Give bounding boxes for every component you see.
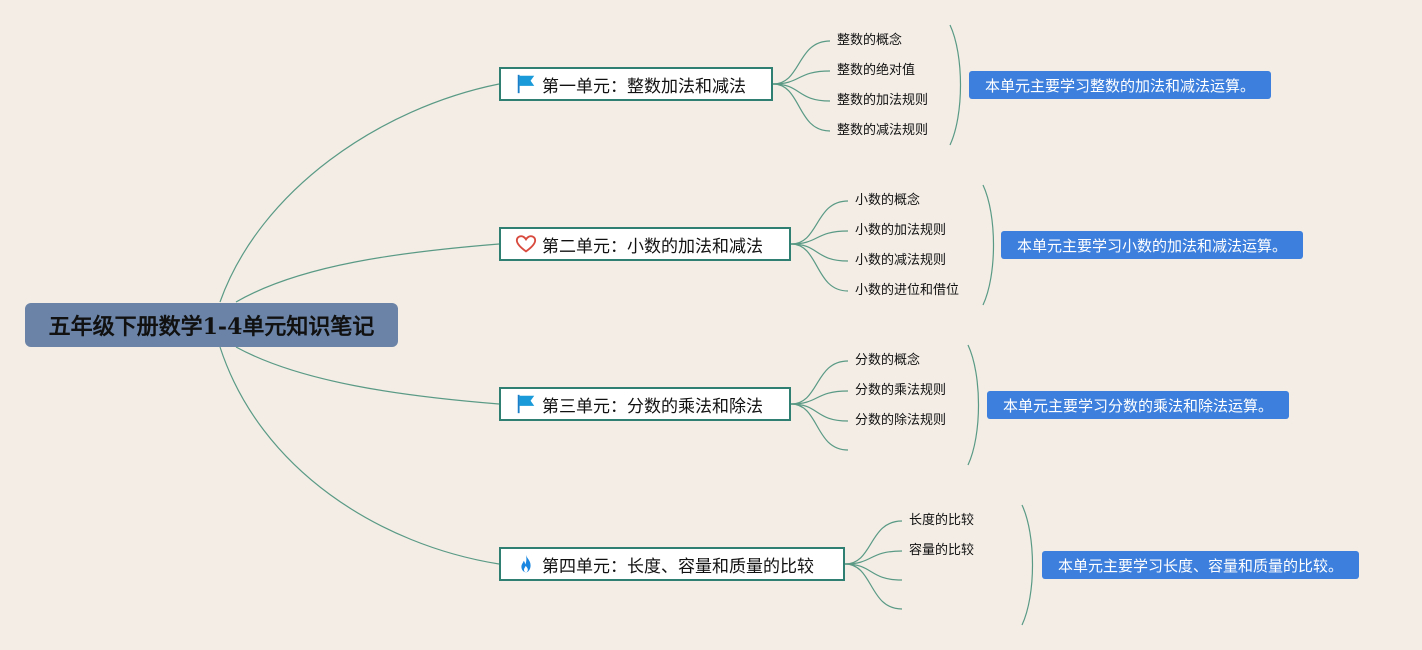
branch-title: 第三单元：分数的乘法和除法 <box>542 396 763 417</box>
branch-to-leaf-line <box>844 520 903 565</box>
leaf-topic[interactable]: 整数的概念 <box>837 33 903 48</box>
branch-topic-unit-2[interactable]: 第二单元：小数的加法和减法 <box>499 227 791 261</box>
branch-to-leaf-line <box>790 200 849 245</box>
branch-to-leaf-line <box>844 550 903 565</box>
leaf-topic[interactable]: 小数的进位和借位 <box>855 283 960 298</box>
summary-callout[interactable]: 本单元主要学习整数的加法和减法运算。 <box>969 71 1272 99</box>
branch-to-leaf-line <box>772 40 831 85</box>
flag-icon <box>515 73 537 95</box>
branch-to-leaf-line <box>790 230 849 245</box>
branch-to-leaf-line <box>790 243 849 262</box>
heart-icon <box>515 233 537 255</box>
root-to-branch-line <box>235 243 500 303</box>
branch-to-leaf-line <box>790 390 849 405</box>
branch-to-leaf-line <box>844 563 903 581</box>
flag-icon <box>515 393 537 415</box>
summary-callout[interactable]: 本单元主要学习小数的加法和减法运算。 <box>1001 231 1304 259</box>
branch-to-leaf-line <box>790 403 849 422</box>
branch-to-leaf-line <box>844 563 903 610</box>
branch-title: 第一单元：整数加法和减法 <box>542 76 746 97</box>
summary-brace <box>949 24 962 146</box>
leaf-topic[interactable]: 小数的减法规则 <box>855 253 947 268</box>
root-topic[interactable]: 五年级下册数学1-4单元知识笔记 <box>25 303 398 347</box>
branch-to-leaf-line <box>790 243 849 292</box>
branch-to-leaf-line <box>772 83 831 102</box>
leaf-topic[interactable]: 分数的概念 <box>855 353 921 368</box>
root-to-branch-line <box>219 346 500 565</box>
leaf-topic[interactable]: 分数的乘法规则 <box>855 383 947 398</box>
branch-topic-unit-3[interactable]: 第三单元：分数的乘法和除法 <box>499 387 791 421</box>
leaf-topic[interactable]: 长度的比较 <box>909 513 975 528</box>
fire-icon <box>515 553 537 575</box>
leaf-topic[interactable]: 整数的减法规则 <box>837 123 929 138</box>
branch-to-leaf-line <box>790 360 849 405</box>
branch-to-leaf-line <box>772 83 831 132</box>
leaf-topic[interactable]: 整数的加法规则 <box>837 93 929 108</box>
summary-brace <box>967 344 980 466</box>
leaf-topic[interactable]: 小数的概念 <box>855 193 921 208</box>
leaf-topic[interactable]: 容量的比较 <box>909 543 975 558</box>
summary-brace <box>1021 504 1034 626</box>
branch-to-leaf-line <box>790 403 849 451</box>
branch-to-leaf-line <box>772 70 831 85</box>
branch-topic-unit-1[interactable]: 第一单元：整数加法和减法 <box>499 67 773 101</box>
branch-title: 第二单元：小数的加法和减法 <box>542 236 763 257</box>
leaf-topic[interactable]: 小数的加法规则 <box>855 223 947 238</box>
branch-topic-unit-4[interactable]: 第四单元：长度、容量和质量的比较 <box>499 547 845 581</box>
leaf-topic[interactable]: 分数的除法规则 <box>855 413 947 428</box>
summary-callout[interactable]: 本单元主要学习分数的乘法和除法运算。 <box>987 391 1290 419</box>
leaf-topic[interactable]: 整数的绝对值 <box>837 63 916 78</box>
root-title: 五年级下册数学1-4单元知识笔记 <box>48 314 375 340</box>
branch-title: 第四单元：长度、容量和质量的比较 <box>542 556 814 577</box>
summary-brace <box>982 184 995 306</box>
summary-callout[interactable]: 本单元主要学习长度、容量和质量的比较。 <box>1042 551 1360 579</box>
root-to-branch-line <box>219 83 500 303</box>
root-to-branch-line <box>235 346 500 405</box>
